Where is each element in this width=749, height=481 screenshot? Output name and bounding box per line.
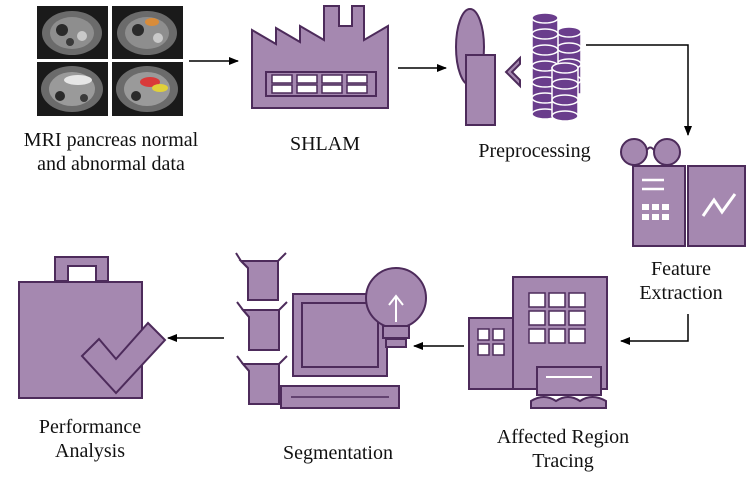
mri-data-label: MRI pancreas normal and abnormal data [0,128,222,176]
affected-label-line1: Affected Region [496,426,630,448]
feature-label-line1: Feature [651,258,711,280]
performance-label: Performance Analysis [20,415,160,463]
feature-label-line2: Extraction [639,282,723,304]
segmentation-label-text: Segmentation [283,442,393,464]
buildings-icon [468,276,608,409]
glasses-report-icon [620,138,746,247]
mri-label-line2: and abnormal data [37,153,185,175]
factory-icon [251,5,389,109]
mri-scan-grid-icon [37,6,183,116]
preprocessing-label: Preprocessing [452,139,617,163]
arrow-preprocessing-to-feature [586,44,692,136]
performance-label-line1: Performance [38,416,142,438]
computer-lightbulb-icon [235,252,427,409]
affected-region-label: Affected Region Tracing [478,425,648,473]
feature-extraction-label: Feature Extraction [620,257,742,305]
segmentation-label: Segmentation [258,441,418,465]
preprocessing-label-text: Preprocessing [478,140,591,162]
affected-label-line2: Tracing [532,450,594,472]
shlam-label: SHLAM [275,132,375,156]
arrow-feature-to-affected [620,314,689,345]
mri-label-line1: MRI pancreas normal [23,129,199,151]
shlam-label-text: SHLAM [289,133,360,155]
checked-bag-icon [18,256,167,399]
performance-label-line2: Analysis [55,440,125,462]
database-stack-icon [455,8,582,126]
